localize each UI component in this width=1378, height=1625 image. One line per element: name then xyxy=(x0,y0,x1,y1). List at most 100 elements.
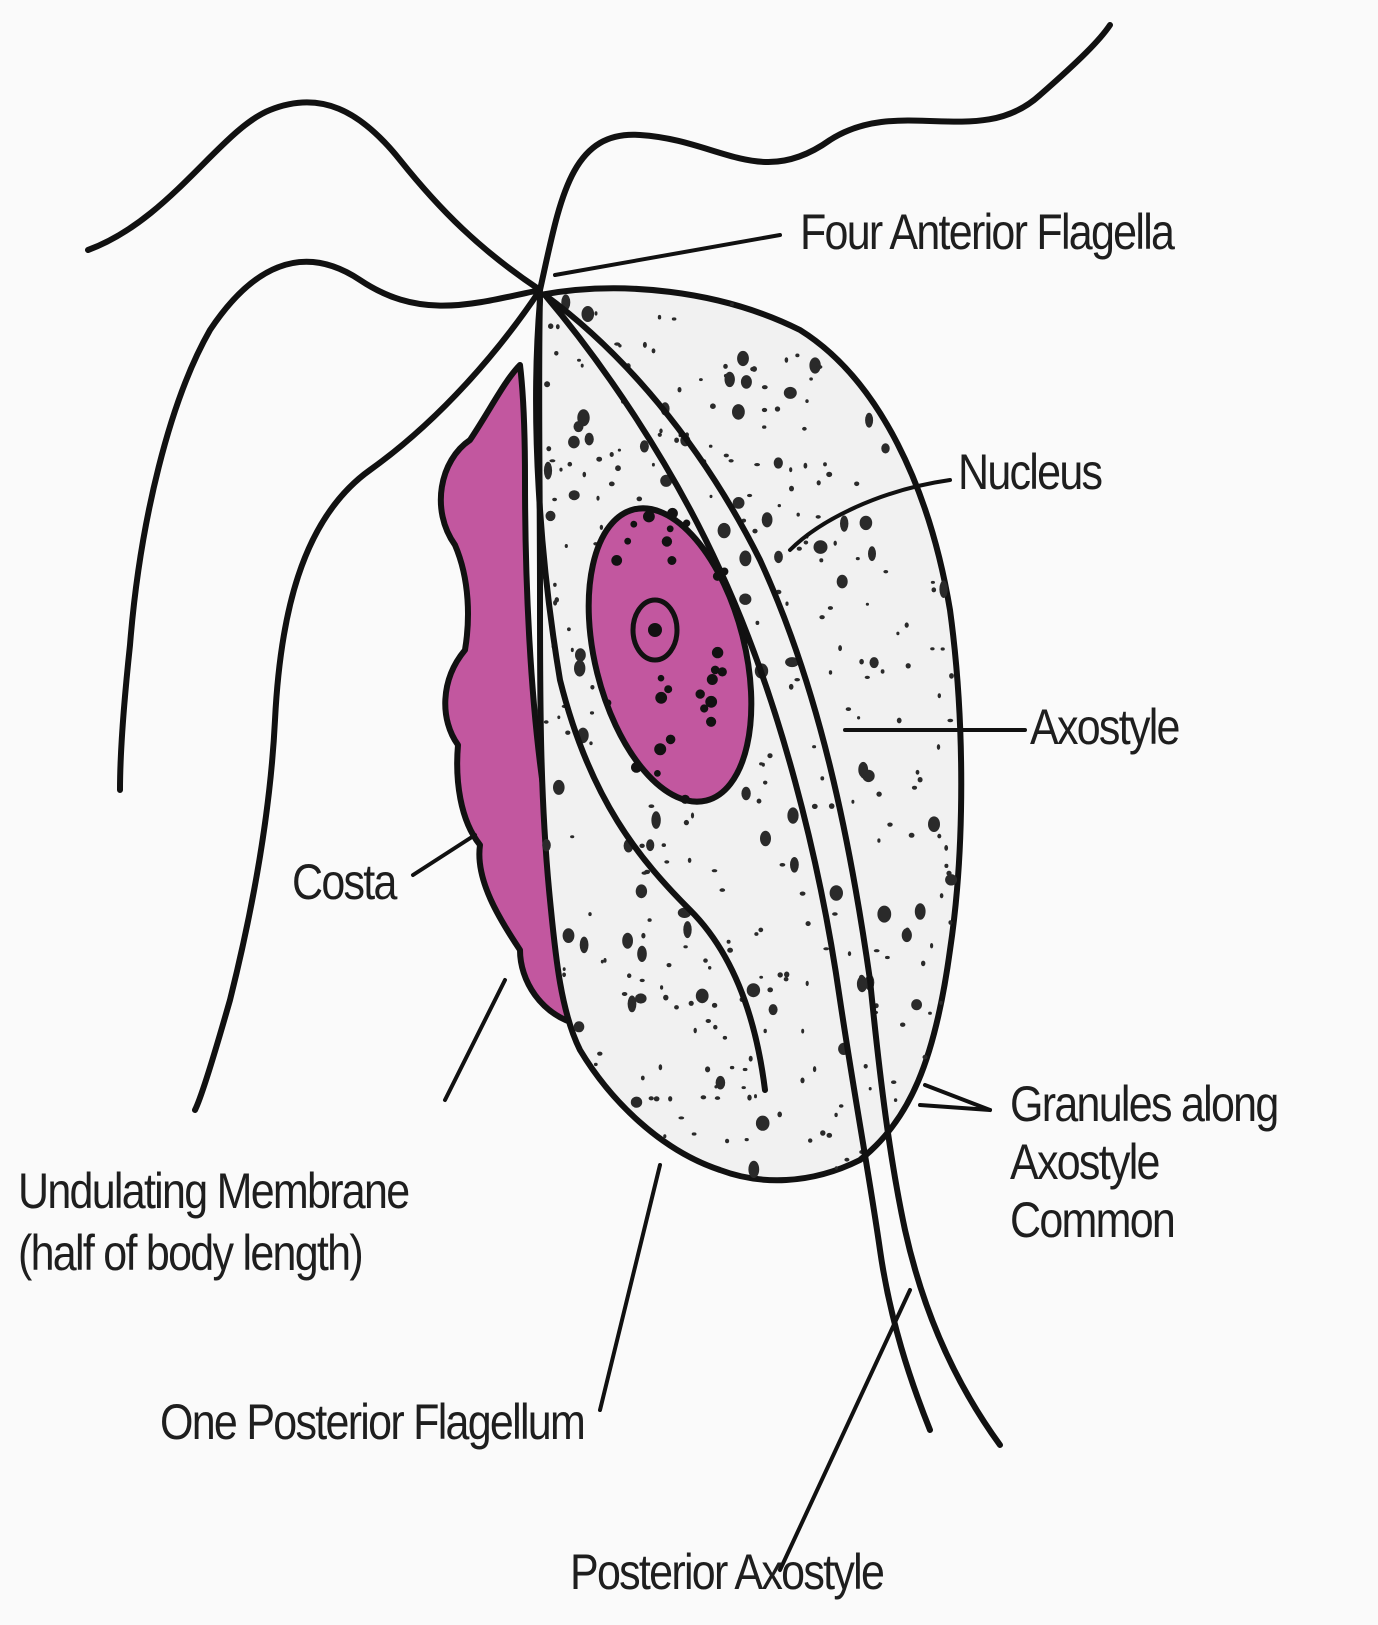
granule xyxy=(947,719,953,722)
granule xyxy=(820,776,824,780)
granule xyxy=(762,385,768,389)
chromatin-granule xyxy=(666,735,676,745)
chromatin-granule xyxy=(696,689,705,698)
granule xyxy=(643,342,647,348)
granule xyxy=(678,387,682,392)
granule xyxy=(814,540,828,554)
granule xyxy=(930,943,933,948)
granule xyxy=(754,932,758,936)
granule xyxy=(757,799,762,804)
granule xyxy=(762,408,767,412)
granule xyxy=(769,1004,778,1015)
granule xyxy=(727,948,733,953)
granule xyxy=(553,780,565,795)
granule xyxy=(641,933,645,939)
granule xyxy=(567,627,571,631)
leader-costa xyxy=(413,835,475,875)
granule xyxy=(790,857,799,873)
granule xyxy=(905,928,910,934)
granule xyxy=(582,306,595,322)
granule xyxy=(940,893,944,898)
granule xyxy=(800,892,806,896)
granule xyxy=(897,718,902,724)
granule xyxy=(649,1096,654,1100)
granule xyxy=(877,906,891,923)
granule xyxy=(866,603,869,606)
granule xyxy=(800,1078,804,1084)
granule xyxy=(900,1022,905,1026)
granule xyxy=(778,972,783,977)
granule xyxy=(574,1021,585,1032)
granule xyxy=(877,838,880,842)
granule xyxy=(754,463,760,466)
granule xyxy=(787,807,798,823)
granule xyxy=(802,427,807,431)
granule xyxy=(637,946,647,962)
nucleolus-dot xyxy=(648,623,662,637)
granule xyxy=(575,648,586,661)
chromatin-granule xyxy=(713,572,722,581)
granule xyxy=(784,972,789,978)
granule xyxy=(874,949,880,952)
granule xyxy=(834,1113,837,1117)
granule xyxy=(759,976,763,979)
granule xyxy=(689,1001,694,1006)
granule xyxy=(737,351,749,366)
granule xyxy=(764,1029,767,1033)
chromatin-granule xyxy=(643,511,655,523)
granule xyxy=(784,387,797,399)
label-undulating-membrane: Undulating Membrane (half of body length… xyxy=(18,1160,408,1284)
granule xyxy=(555,597,559,602)
granule xyxy=(577,409,589,426)
granule xyxy=(610,452,614,457)
granule xyxy=(559,468,562,472)
granule xyxy=(754,1094,757,1098)
granule xyxy=(939,580,947,598)
granule xyxy=(636,884,647,898)
granule xyxy=(581,364,584,368)
granule xyxy=(939,1001,943,1005)
granule xyxy=(600,525,603,530)
granule xyxy=(905,622,909,627)
granule xyxy=(748,1161,759,1178)
granule xyxy=(637,497,643,502)
label-costa: Costa xyxy=(292,855,396,910)
granule xyxy=(839,1104,844,1108)
granule xyxy=(775,406,780,411)
granule xyxy=(826,472,832,477)
granule xyxy=(860,516,873,530)
granule xyxy=(544,462,552,480)
granule xyxy=(870,657,879,668)
granule xyxy=(563,928,575,943)
granule xyxy=(808,1138,812,1142)
granule xyxy=(712,869,718,872)
granule xyxy=(730,302,734,306)
granule xyxy=(835,1166,838,1169)
granule xyxy=(763,781,767,785)
label-posterior-axostyle: Posterior Axostyle xyxy=(570,1545,883,1600)
granule xyxy=(556,324,560,329)
granule xyxy=(819,615,824,619)
granule xyxy=(937,834,941,839)
granule xyxy=(789,684,794,690)
granule xyxy=(784,977,789,981)
granule xyxy=(751,366,757,372)
granule xyxy=(664,860,669,863)
granule xyxy=(574,660,585,677)
granule xyxy=(928,1012,932,1015)
granule xyxy=(549,459,555,462)
granule xyxy=(568,462,573,467)
granule xyxy=(864,1064,868,1069)
granule xyxy=(618,449,621,452)
granule xyxy=(651,811,660,829)
granule xyxy=(639,844,644,848)
granule xyxy=(837,575,848,589)
granule xyxy=(729,459,734,462)
chromatin-granule xyxy=(662,536,672,546)
label-undulating-line-2: (half of body length) xyxy=(18,1222,408,1284)
chromatin-granule xyxy=(667,525,674,532)
granule xyxy=(767,753,772,758)
granule xyxy=(881,443,889,453)
granule xyxy=(865,413,873,428)
granule xyxy=(699,378,703,381)
